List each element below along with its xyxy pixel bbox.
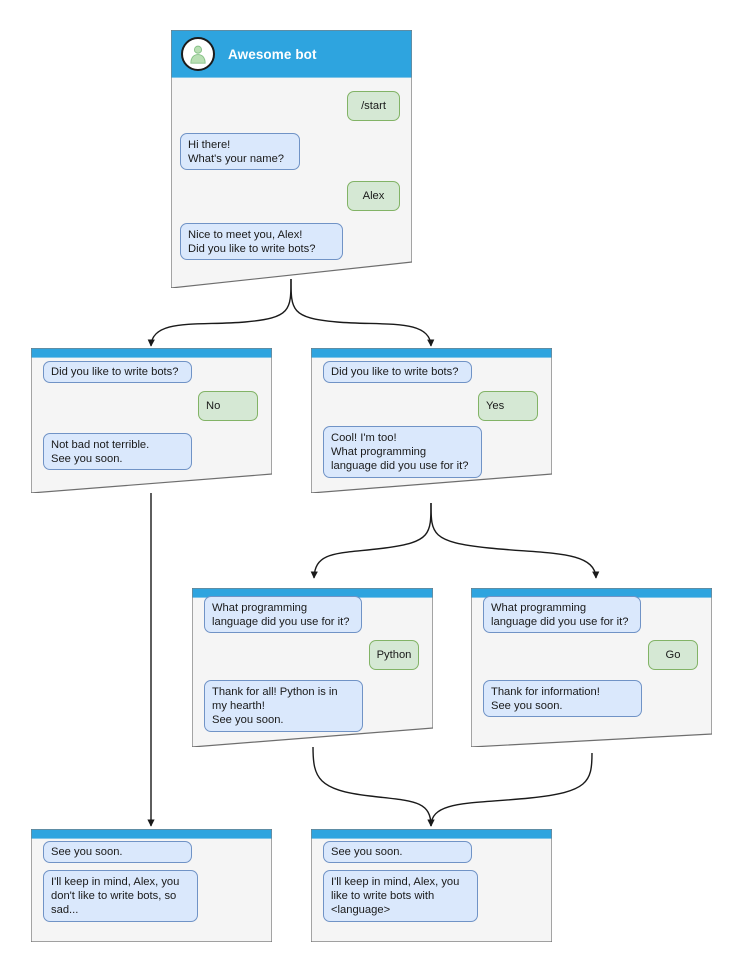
bubble-bot-langquestion[interactable]: What programming language did you use fo… bbox=[204, 596, 362, 633]
connector-python-to-end-happy bbox=[312, 746, 435, 827]
card-end-happy-header bbox=[311, 829, 552, 838]
card-end-sad-header bbox=[31, 829, 272, 838]
person-avatar-icon bbox=[181, 37, 215, 71]
card-root-header: Awesome bot bbox=[171, 30, 412, 78]
bubble-bot-thankinfo[interactable]: Thank for information! See you soon. bbox=[483, 680, 642, 717]
bubble-bot-thankall[interactable]: Thank for all! Python is in my hearth! S… bbox=[204, 680, 363, 732]
card-root[interactable]: Awesome bot /start Hi there! What's your… bbox=[171, 30, 412, 288]
bubble-bot-greeting[interactable]: Hi there! What's your name? bbox=[180, 133, 300, 170]
bubble-user-start[interactable]: /start bbox=[347, 91, 400, 121]
card-no-branch[interactable]: Did you like to write bots? No Not bad n… bbox=[31, 348, 272, 493]
card-no-branch-header bbox=[31, 348, 272, 357]
connector-yes-to-go bbox=[430, 502, 600, 579]
bubble-user-yes[interactable]: Yes bbox=[478, 391, 538, 421]
card-end-happy[interactable]: See you soon. I'll keep in mind, Alex, y… bbox=[311, 829, 552, 942]
bot-title: Awesome bot bbox=[228, 46, 317, 62]
bubble-user-no[interactable]: No bbox=[198, 391, 258, 421]
bubble-user-go[interactable]: Go bbox=[648, 640, 698, 670]
bubble-bot-keepinmind[interactable]: I'll keep in mind, Alex, you like to wri… bbox=[323, 870, 478, 922]
card-yes-branch-header bbox=[311, 348, 552, 357]
bubble-bot-langquestion[interactable]: What programming language did you use fo… bbox=[483, 596, 641, 633]
bubble-bot-notbad[interactable]: Not bad not terrible. See you soon. bbox=[43, 433, 192, 470]
connector-root-to-no bbox=[147, 278, 292, 347]
bubble-bot-cool[interactable]: Cool! I'm too! What programming language… bbox=[323, 426, 482, 478]
connector-go-to-end-happy bbox=[427, 752, 593, 827]
bubble-bot-question[interactable]: Did you like to write bots? bbox=[43, 361, 192, 383]
connector-yes-to-python bbox=[310, 502, 432, 579]
bubble-bot-keepinmind[interactable]: I'll keep in mind, Alex, you don't like … bbox=[43, 870, 198, 922]
card-python-branch[interactable]: What programming language did you use fo… bbox=[192, 588, 433, 747]
bubble-bot-seeyousoon[interactable]: See you soon. bbox=[323, 841, 472, 863]
bubble-user-name[interactable]: Alex bbox=[347, 181, 400, 211]
bubble-bot-nicetomeet[interactable]: Nice to meet you, Alex! Did you like to … bbox=[180, 223, 343, 260]
card-end-sad[interactable]: See you soon. I'll keep in mind, Alex, y… bbox=[31, 829, 272, 942]
bubble-bot-question[interactable]: Did you like to write bots? bbox=[323, 361, 472, 383]
bubble-user-python[interactable]: Python bbox=[369, 640, 419, 670]
bubble-bot-seeyousoon[interactable]: See you soon. bbox=[43, 841, 192, 863]
connector-root-to-yes bbox=[290, 278, 435, 347]
card-go-branch[interactable]: What programming language did you use fo… bbox=[471, 588, 712, 747]
card-yes-branch[interactable]: Did you like to write bots? Yes Cool! I'… bbox=[311, 348, 552, 493]
